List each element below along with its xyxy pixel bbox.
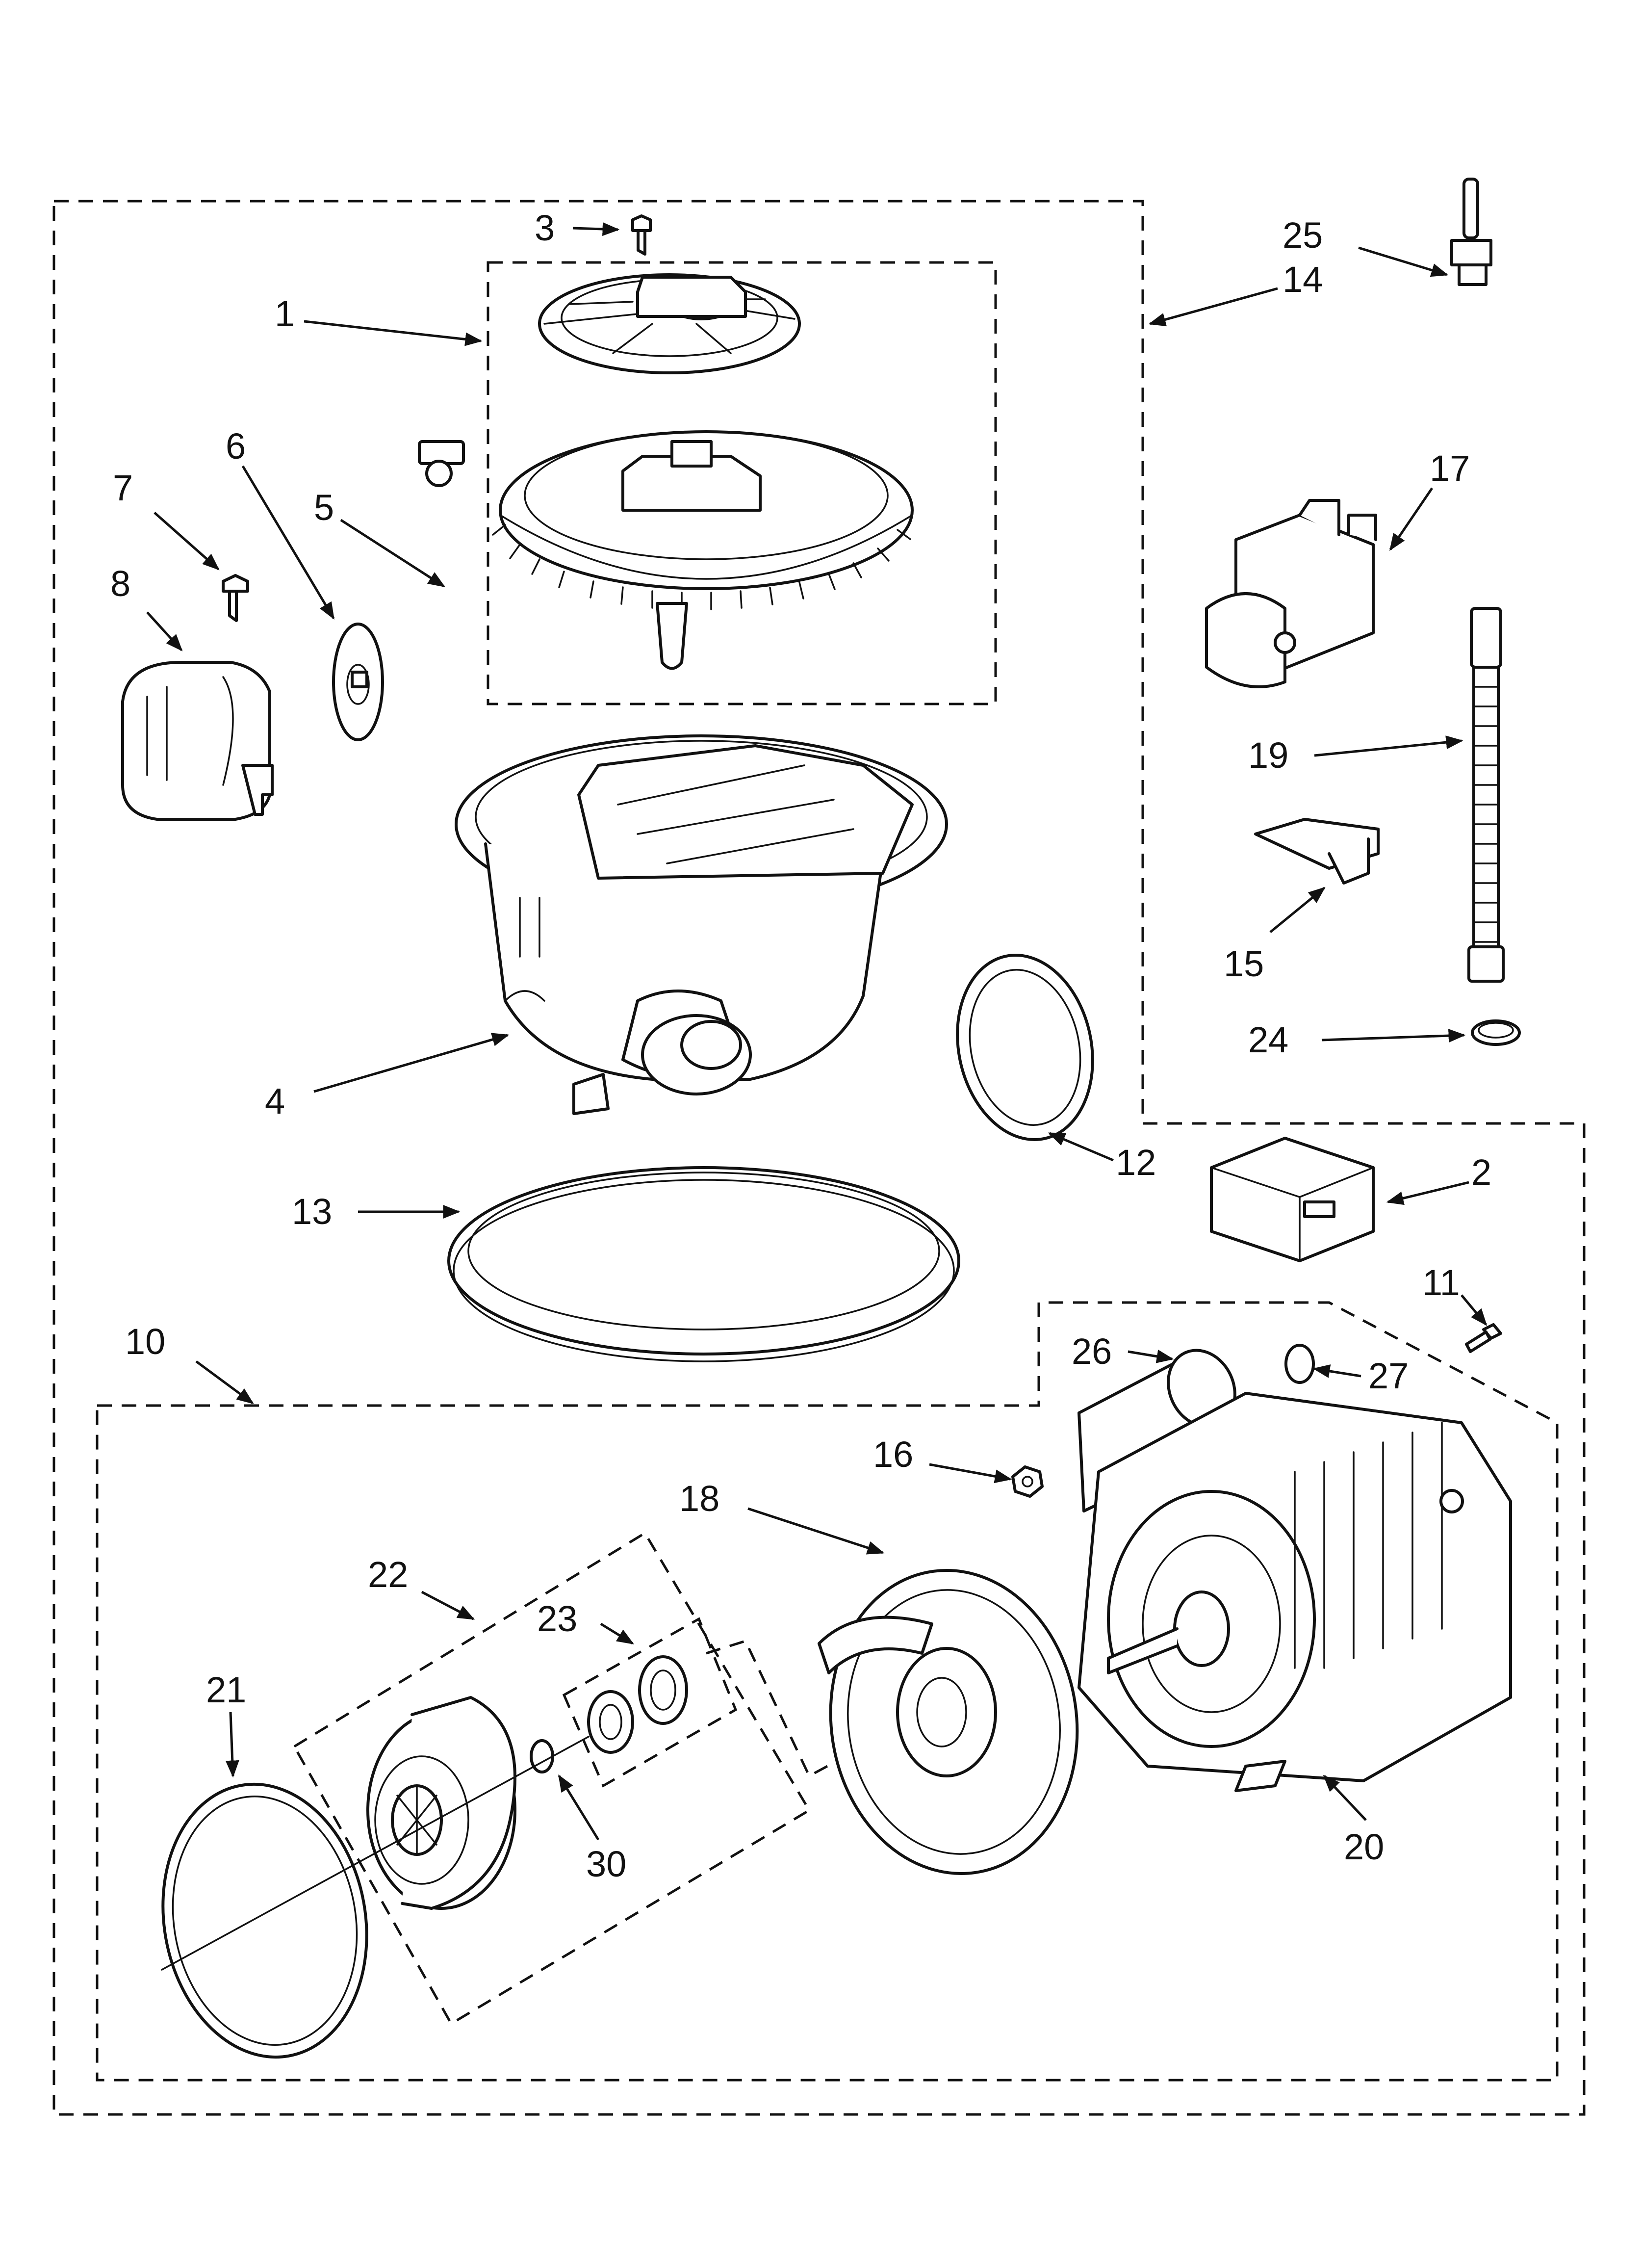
callout-17: 17 — [1430, 448, 1470, 489]
part-3-screw — [631, 214, 652, 256]
callout-8: 8 — [110, 563, 130, 604]
part-6-disc — [332, 623, 384, 741]
part-12-ring — [956, 954, 1094, 1141]
callout-26: 26 — [1072, 1331, 1112, 1372]
callout-22: 22 — [368, 1554, 408, 1595]
part-1-cover — [538, 273, 801, 374]
part-1-shroud — [492, 430, 914, 670]
part-30-washer — [530, 1739, 554, 1773]
callout-12: 12 — [1116, 1142, 1156, 1183]
part-21-oring — [161, 1782, 368, 2059]
part-23-seal — [587, 1655, 688, 1754]
callout-2: 2 — [1471, 1152, 1491, 1193]
callout-3: 3 — [535, 208, 555, 248]
callout-4: 4 — [265, 1081, 285, 1121]
axis-line — [161, 1736, 590, 1971]
callout-5: 5 — [314, 487, 334, 528]
part-20-motor — [1078, 1392, 1512, 1792]
part-15-clip — [1254, 818, 1380, 885]
callout-30: 30 — [586, 1844, 626, 1884]
part-25-probe — [1450, 178, 1492, 286]
callout-24: 24 — [1248, 1019, 1288, 1060]
frame-23 — [562, 1617, 738, 1788]
part-8-housing — [121, 661, 274, 821]
frame-10 — [96, 1301, 1559, 2082]
part-24-clamp — [1471, 1019, 1521, 1046]
leader-lines — [146, 222, 1488, 1841]
callout-20: 20 — [1344, 1826, 1384, 1867]
part-19-hose — [1467, 607, 1505, 983]
callout-13: 13 — [292, 1191, 332, 1232]
part-13-gasket — [447, 1166, 960, 1362]
callout-21: 21 — [206, 1669, 246, 1710]
callout-19: 19 — [1248, 735, 1288, 776]
callout-18: 18 — [679, 1478, 719, 1519]
part-22-impeller — [366, 1696, 516, 1910]
part-2-cover — [1210, 1137, 1375, 1262]
callout-15: 15 — [1224, 943, 1264, 984]
part-5-tab — [418, 440, 465, 487]
callout-16: 16 — [873, 1434, 913, 1475]
part-4-sump — [455, 734, 948, 1115]
frame-22 — [292, 1531, 811, 2026]
frame-14 — [52, 200, 1586, 2116]
callout-7: 7 — [113, 468, 133, 508]
callout-1: 1 — [275, 293, 295, 334]
part-11-screw — [1465, 1323, 1502, 1353]
shroud-teeth — [492, 524, 911, 610]
part-7-screw — [222, 574, 249, 622]
callout-10: 10 — [125, 1321, 165, 1362]
part-18-pump-housing — [818, 1569, 1079, 1875]
callout-6: 6 — [226, 426, 246, 467]
part-16-nut — [1011, 1465, 1044, 1498]
callout-27: 27 — [1368, 1356, 1409, 1396]
callout-labels: 3 1 25 14 6 5 7 8 17 19 15 24 4 12 13 2 … — [110, 208, 1491, 1884]
frame-1 — [487, 261, 997, 705]
part-27-disc — [1284, 1344, 1315, 1384]
part-17-switch — [1205, 499, 1377, 688]
callout-14: 14 — [1283, 259, 1323, 300]
callout-11: 11 — [1422, 1262, 1460, 1303]
callout-25: 25 — [1283, 215, 1323, 256]
callout-23: 23 — [537, 1598, 577, 1639]
